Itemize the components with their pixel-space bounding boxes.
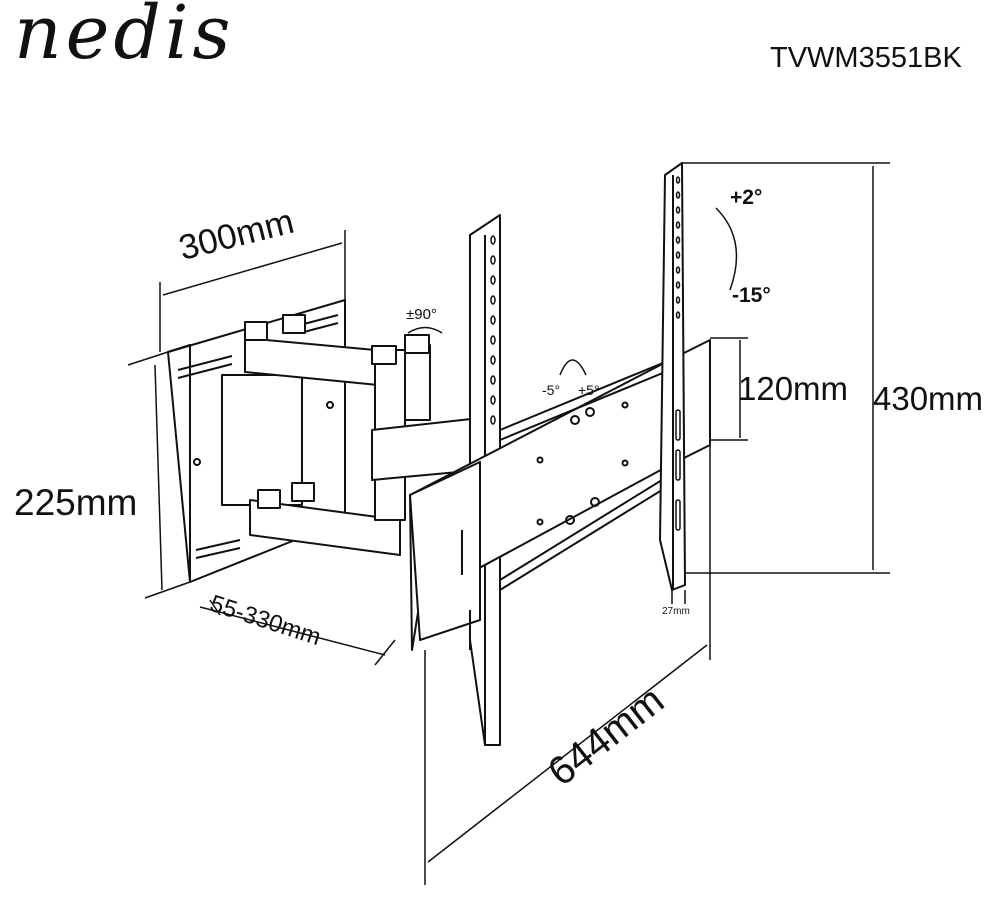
rail-height-label: 430mm (873, 380, 984, 417)
tilt-up-label: +2° (730, 186, 763, 209)
swing-arms (244, 314, 481, 556)
swivel-label: ±90° (406, 306, 437, 323)
tilt-down-label: -15° (732, 284, 771, 307)
rotate-right-label: +5° (578, 382, 600, 398)
rotation-arrows (407, 207, 738, 376)
rail-holes (490, 176, 681, 531)
profile-depth-label: 27mm (662, 606, 690, 617)
nedis-logo: nedis (14, 0, 235, 76)
right-tv-rail (659, 162, 686, 591)
dimension-lines (127, 162, 890, 885)
tv-bracket-plate (409, 339, 711, 651)
bracket-height-label: 120mm (738, 370, 849, 407)
model-number: TVWM3551BK (770, 42, 962, 74)
rotate-left-label: -5° (542, 382, 561, 398)
wall-plate-height-label: 225mm (14, 482, 138, 523)
